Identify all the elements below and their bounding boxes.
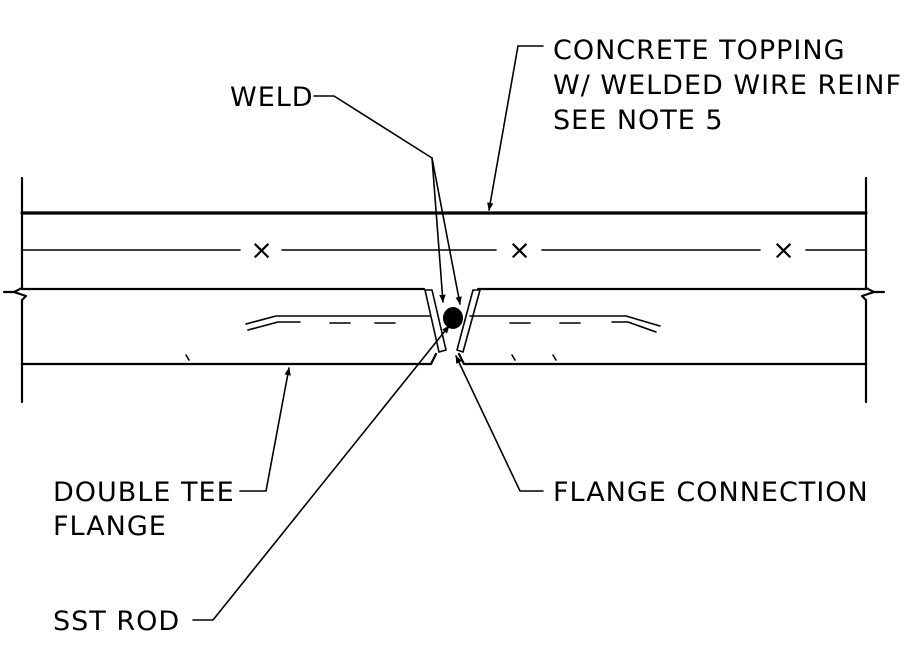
double-tee-leader xyxy=(239,367,291,492)
sst-rod-label: SST ROD xyxy=(53,606,180,637)
concrete-topping-label-1: CONCRETE TOPPING xyxy=(553,35,846,66)
weld-bead xyxy=(443,307,463,329)
mesh-cross-1: × xyxy=(250,235,274,266)
right-break-line xyxy=(860,176,886,404)
flange-connection-plates xyxy=(424,289,481,353)
left-break-line xyxy=(2,176,28,404)
concrete-topping-label-3: SEE NOTE 5 xyxy=(553,105,724,136)
flange-connection-label: FLANGE CONNECTION xyxy=(553,477,869,508)
left-connector-bar xyxy=(245,315,431,331)
right-connector-bar xyxy=(469,315,661,333)
concrete-topping-label-2: W/ WELDED WIRE REINF xyxy=(553,70,902,101)
double-tee-label-2: FLANGE xyxy=(53,511,167,542)
flange-connection-leader xyxy=(455,355,544,492)
double-tee-label-1: DOUBLE TEE xyxy=(53,477,235,508)
left-flange xyxy=(20,287,438,366)
weld-leader-1 xyxy=(313,95,446,303)
right-flange xyxy=(457,287,868,366)
weld-leader-2 xyxy=(431,157,462,305)
flange-tick-marks xyxy=(185,354,557,361)
weld-label: WELD xyxy=(230,82,314,113)
concrete-topping-leader xyxy=(487,45,544,211)
mesh-cross-3: × xyxy=(772,235,796,266)
sst-rod-leader xyxy=(192,325,450,621)
mesh-cross-2: × xyxy=(508,235,532,266)
